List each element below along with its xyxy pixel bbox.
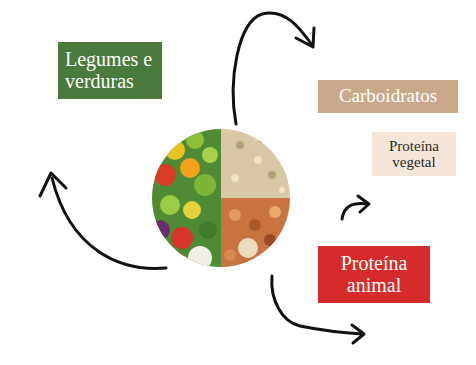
- category-box: Legumes e verduras: [58, 42, 162, 99]
- category-box: Proteína vegetal: [372, 132, 456, 176]
- category-box: Proteína animal: [318, 246, 430, 303]
- category-label: Proteína animal: [325, 253, 423, 296]
- arrow-head: [40, 173, 66, 196]
- curved-arrow: [52, 178, 166, 268]
- curved-arrow: [342, 204, 368, 219]
- arrow-head: [296, 28, 314, 47]
- arrow-head: [352, 325, 364, 343]
- category-label: Proteína vegetal: [378, 138, 450, 170]
- category-box: Carboidratos: [318, 80, 458, 113]
- category-label: Legumes e verduras: [65, 49, 155, 92]
- food-plate-photo: [150, 127, 293, 270]
- category-label: Carboidratos: [324, 86, 452, 107]
- arrow-head: [358, 196, 369, 212]
- curved-arrow: [233, 13, 312, 124]
